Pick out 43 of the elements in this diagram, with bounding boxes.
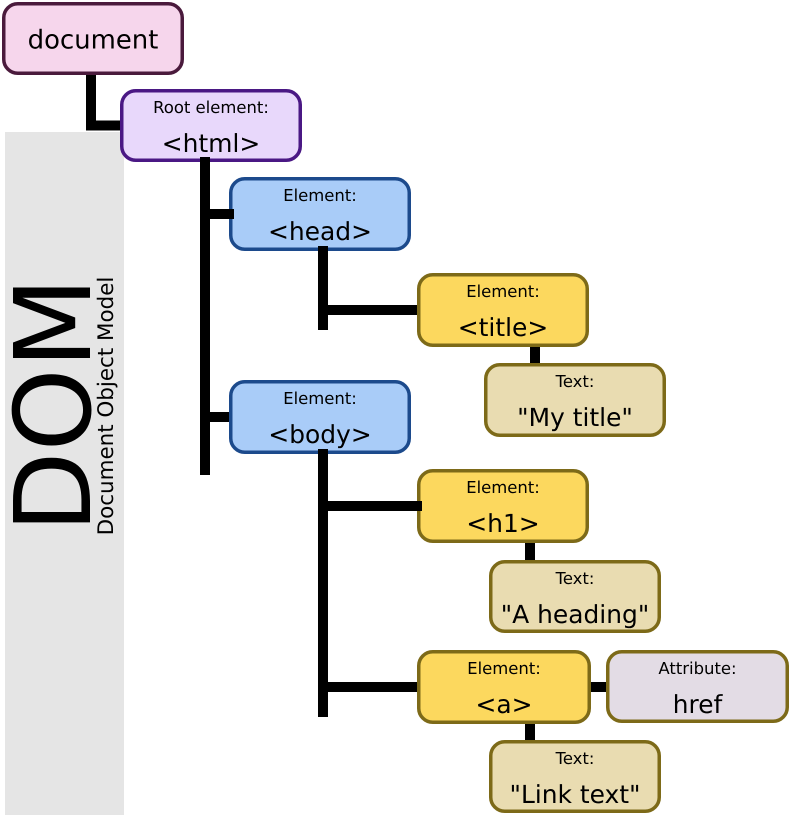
rounded-box [229,177,411,251]
type-label: Element: [468,284,538,298]
type-label: Root element: [154,100,267,114]
type-label: Text: [556,572,592,584]
connector-line [525,543,535,560]
node-text: <a> [478,698,530,714]
rounded-box [417,650,591,724]
connector-line [200,157,234,475]
node-text: <head> [270,221,370,240]
rounded-box [417,469,589,543]
type-label: Element: [284,188,355,202]
side-band [5,132,124,815]
node-text: document [29,28,158,49]
rounded-box [489,560,661,633]
rounded-box [489,740,661,813]
node-text: <body> [270,424,370,448]
connector-line [530,347,540,363]
rounded-box [484,363,666,437]
node-text: <title> [460,317,546,336]
connector-line [86,75,120,130]
type-label: Text: [556,752,592,764]
type-label: Element: [468,662,539,674]
type-label: Text: [556,375,592,388]
rounded-box [229,380,411,454]
rounded-box [2,2,184,75]
node-text: <h1> [468,513,538,532]
node-text: "A heading" [503,604,647,628]
rounded-box [417,273,589,347]
connector-line [318,449,422,717]
node-text: <html> [164,133,258,152]
type-label: Element: [468,480,538,494]
node-text: href [674,694,723,714]
title-text: DOM [12,288,92,522]
connector-line [318,246,417,330]
rounded-box [120,89,302,162]
node-text: "Link text" [512,784,638,804]
node-text: "My title" [520,407,630,432]
type-label: Attribute: [658,662,735,674]
type-label: Element: [284,392,355,404]
connector-line [591,682,606,692]
connector-line [525,724,535,740]
subtitle-text: Document Object Model [96,278,118,534]
rounded-box [606,650,789,723]
